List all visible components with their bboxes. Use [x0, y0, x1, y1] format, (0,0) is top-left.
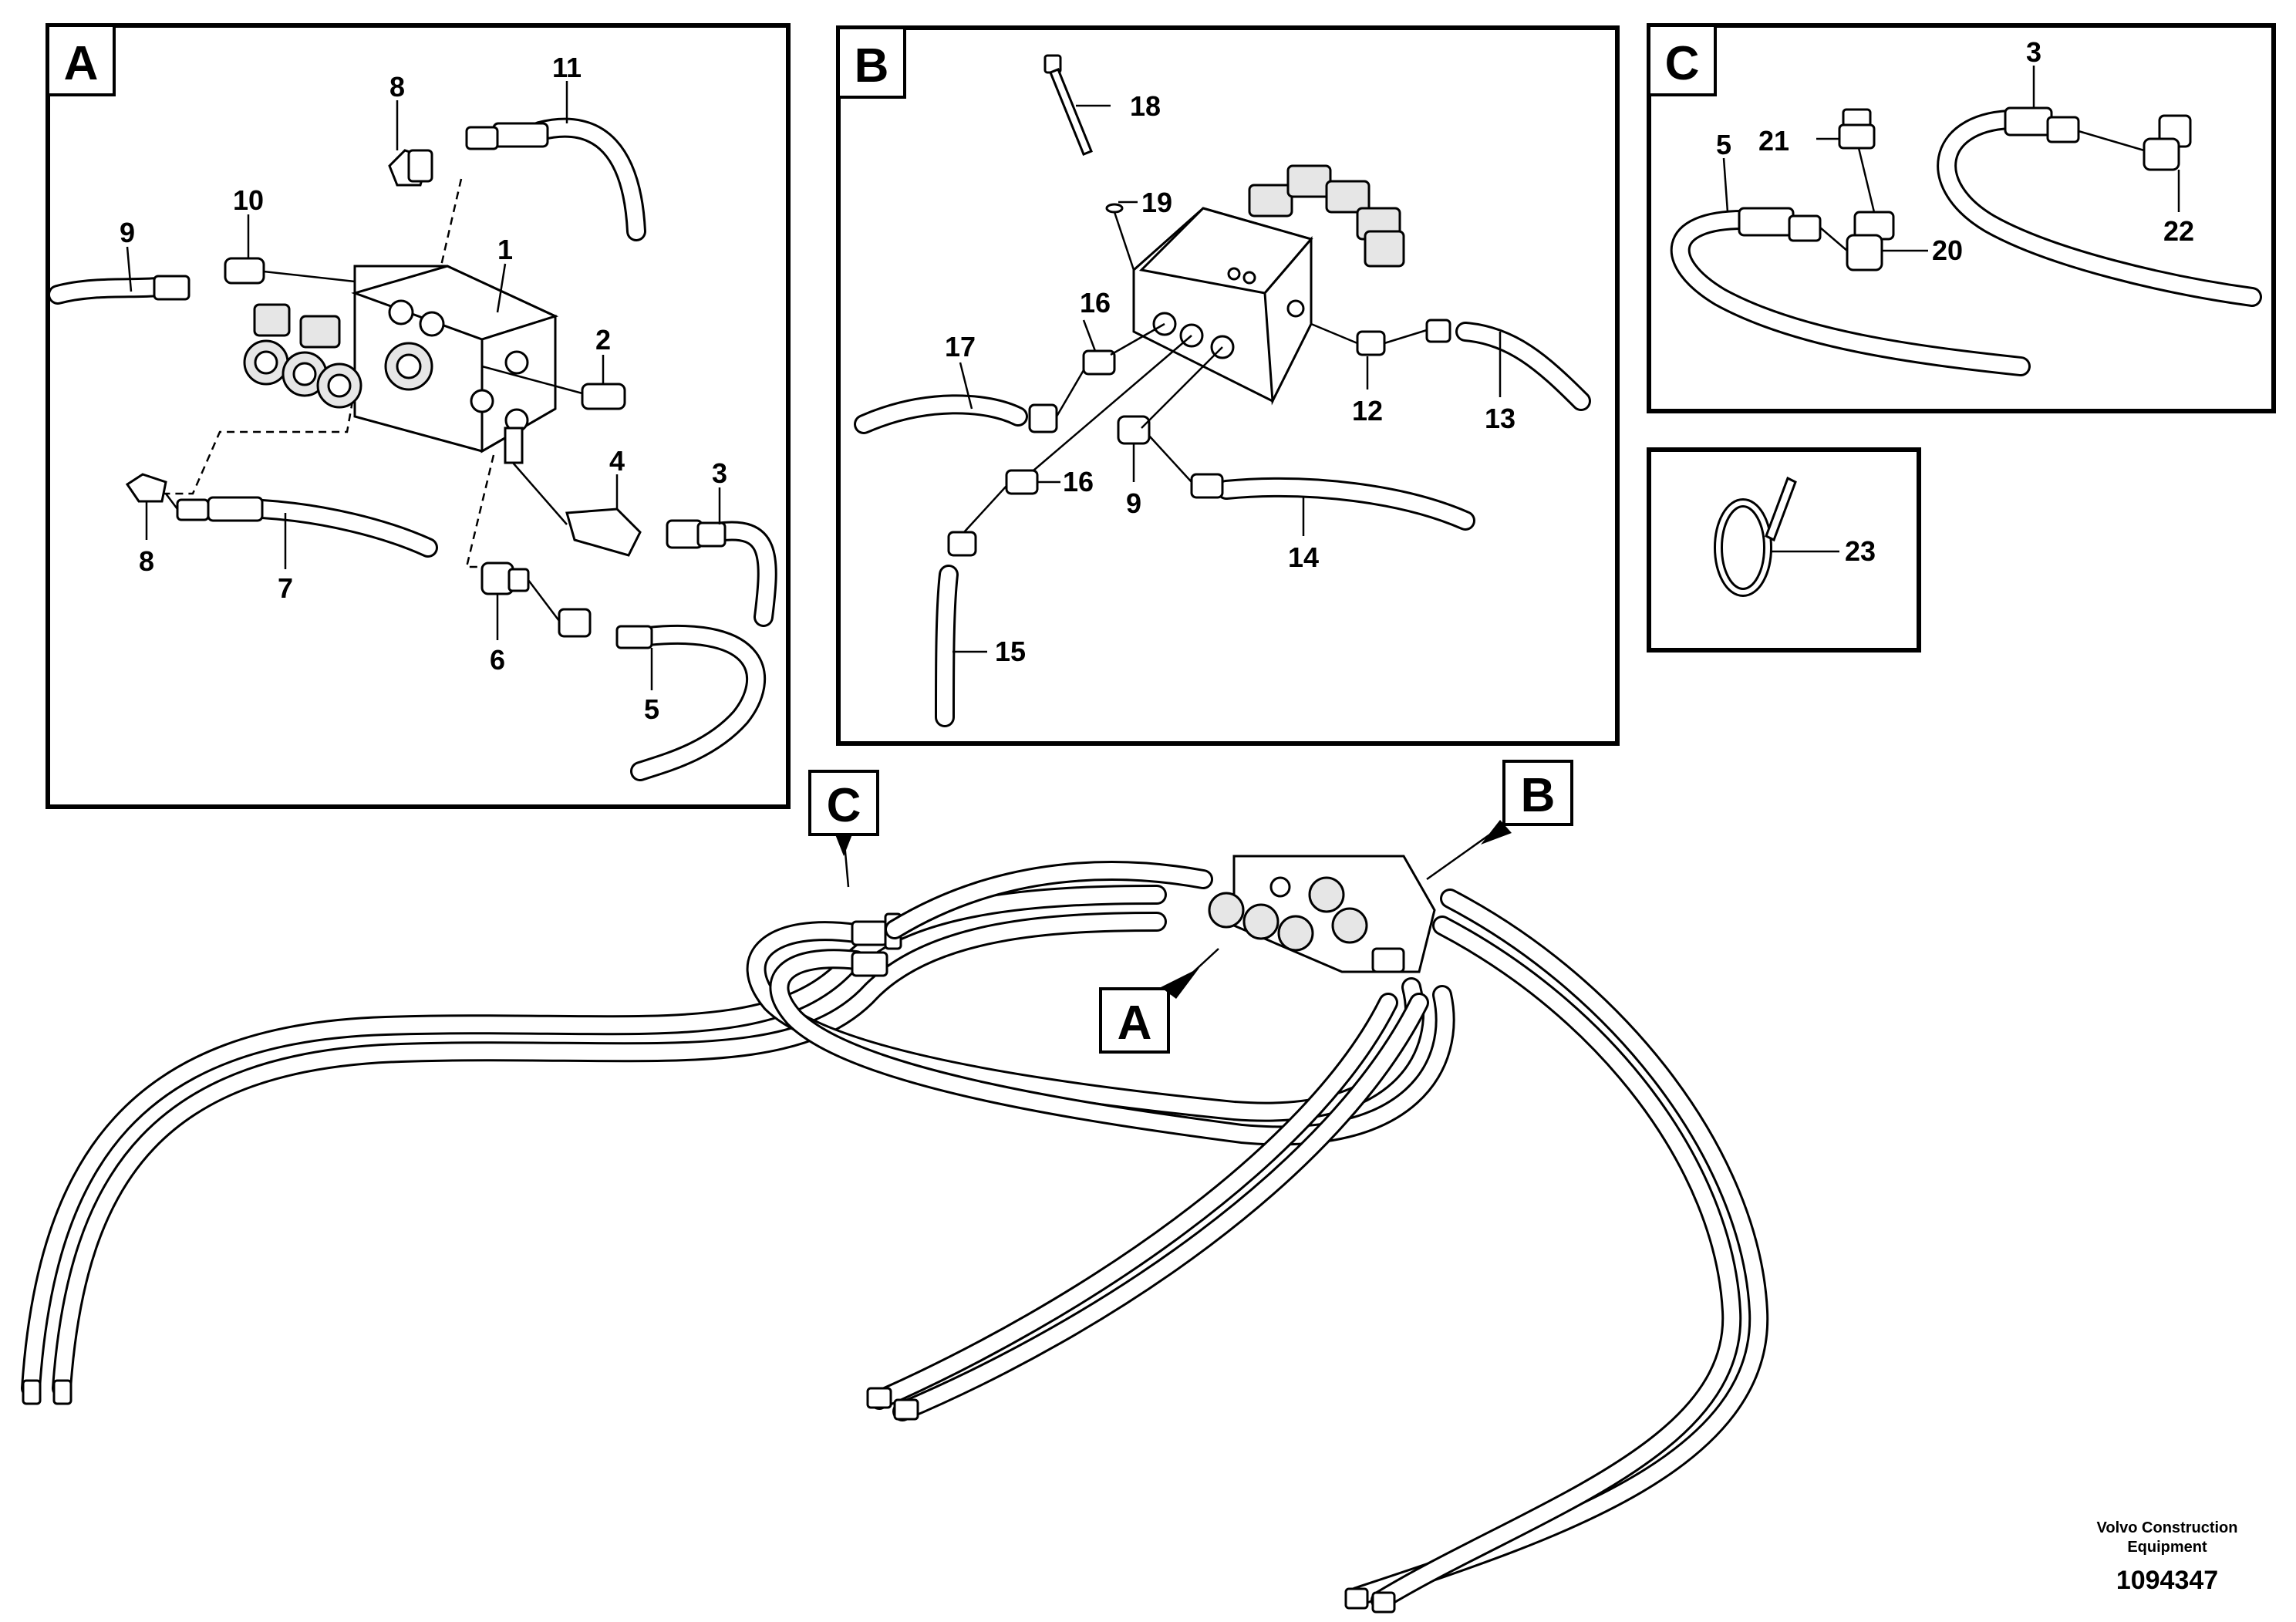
panel-c-label: C [1665, 37, 1700, 90]
detail-panel-a: A [46, 23, 791, 809]
callout-17: 17 [945, 331, 976, 363]
overview-hoses-middle [866, 993, 1429, 1421]
overview-tag-b: B [1426, 760, 1573, 881]
valve-block-1 [243, 265, 559, 464]
callout-5-c: 5 [1716, 129, 1731, 160]
callout-22: 22 [2163, 215, 2194, 247]
detail-panel-b: B [836, 25, 1620, 746]
hose-9 [48, 275, 190, 305]
callout-7: 7 [278, 572, 293, 604]
overview-hoses-left [21, 885, 1167, 1405]
svg-text:C: C [827, 779, 861, 832]
hose-15 [935, 531, 977, 727]
callout-3-c: 3 [2026, 36, 2041, 68]
callout-12: 12 [1352, 395, 1383, 427]
callout-3: 3 [712, 457, 727, 489]
hose-13 [1425, 319, 1591, 411]
hose-14 [1190, 473, 1475, 531]
drawing-number: 1094347 [2116, 1566, 2218, 1595]
fitting-10 [224, 257, 356, 285]
callout-10: 10 [233, 184, 264, 216]
callout-11: 11 [552, 52, 582, 83]
hose-11 [465, 117, 646, 241]
footer-company-line2: Equipment [2127, 1539, 2207, 1556]
callout-19: 19 [1141, 187, 1172, 218]
detail-cable-tie: 23 [1647, 447, 1921, 653]
panel-b-label: B [855, 39, 889, 93]
svg-text:A: A [1118, 996, 1152, 1050]
callout-1: 1 [497, 234, 513, 265]
hose-7 [176, 496, 438, 558]
plug-8-top [388, 149, 433, 187]
hose-3-c [1937, 106, 2262, 307]
detail-panel-c: C [1647, 23, 2276, 413]
elbow-22 [2143, 114, 2192, 171]
callout-8-top: 8 [389, 71, 405, 103]
adapter-4 [565, 474, 642, 557]
hose-5-c [1670, 207, 2031, 376]
callout-14: 14 [1288, 541, 1319, 573]
callout-20: 20 [1932, 234, 1963, 266]
callout-21: 21 [1758, 125, 1789, 157]
callout-18: 18 [1130, 90, 1161, 122]
callout-6: 6 [490, 644, 505, 676]
hose-5 [558, 608, 767, 781]
overview-tag-c: C [808, 770, 879, 888]
overview-hoses-loop [746, 912, 1455, 1146]
adapter-21 [1838, 108, 1876, 150]
hose-3 [666, 519, 777, 627]
fitting-16-upper [1082, 349, 1116, 376]
callout-23: 23 [1845, 535, 1876, 567]
callout-9-b: 9 [1126, 487, 1141, 519]
panel-a-label: A [64, 37, 99, 90]
overview-assembly: C B A [21, 760, 1769, 1614]
callout-13: 13 [1485, 403, 1515, 434]
fitting-12 [1356, 330, 1386, 356]
callout-16-upper: 16 [1080, 287, 1111, 319]
plug-8-bottom [125, 473, 167, 503]
cable-tie-23 [1714, 476, 1797, 597]
washer-19 [1105, 203, 1124, 214]
callout-8-bottom: 8 [139, 545, 154, 577]
overview-tag-a: A [1099, 948, 1219, 1054]
callout-16-lower: 16 [1063, 466, 1094, 497]
footer-block: Volvo Construction Equipment 1094347 [2097, 1519, 2238, 1595]
plug-2 [581, 355, 626, 410]
valve-block-b [1132, 164, 1405, 406]
svg-text:B: B [1521, 769, 1556, 822]
callout-15: 15 [995, 636, 1026, 667]
hose-17 [854, 394, 1058, 434]
overview-valve-block [1208, 855, 1436, 973]
bolt-18 [1043, 54, 1093, 156]
callout-2: 2 [595, 324, 611, 356]
fitting-9-b [1117, 415, 1151, 445]
elbow-20 [1846, 211, 1895, 271]
callout-4: 4 [609, 445, 625, 477]
callout-9: 9 [120, 217, 135, 248]
callout-5: 5 [644, 693, 659, 725]
footer-company-line1: Volvo Construction [2097, 1519, 2238, 1536]
overview-hoses-right [1344, 889, 1769, 1614]
fitting-16-lower [1005, 469, 1039, 495]
